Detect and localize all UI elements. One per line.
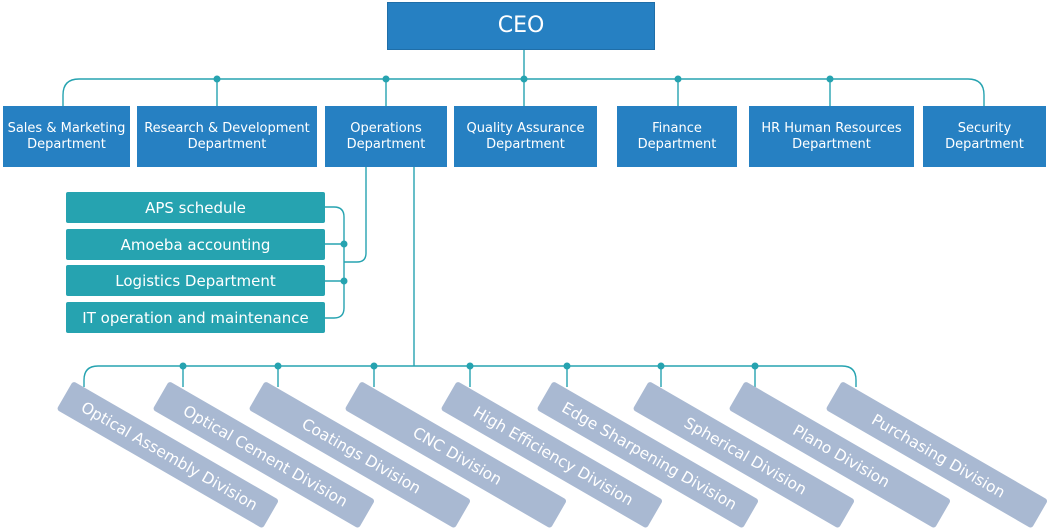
department-sales-marketing: Sales & Marketing Department xyxy=(3,106,130,167)
unit-label: Logistics Department xyxy=(115,271,276,290)
unit-label: Amoeba accounting xyxy=(120,235,271,254)
org-chart: CEO Sales & Marketing Department Researc… xyxy=(3,2,1049,529)
department-finance: Finance Department xyxy=(617,106,737,167)
unit-label: IT operation and maintenance xyxy=(82,308,309,327)
department-label: Sales & Marketing Department xyxy=(7,120,126,152)
department-hr: HR Human Resources Department xyxy=(749,106,914,167)
department-label: Operations Department xyxy=(346,120,426,152)
department-label: Research & Development Department xyxy=(144,120,310,152)
connector-lines xyxy=(62,50,985,387)
unit-it-operation-maintenance: IT operation and maintenance xyxy=(66,302,325,333)
department-label: HR Human Resources Department xyxy=(761,120,902,152)
unit-logistics-department: Logistics Department xyxy=(66,265,325,296)
department-quality-assurance: Quality Assurance Department xyxy=(454,106,597,167)
department-label: Quality Assurance Department xyxy=(466,120,585,152)
ceo-box: CEO xyxy=(387,2,655,50)
unit-amoeba-accounting: Amoeba accounting xyxy=(66,229,325,260)
ceo-label: CEO xyxy=(497,13,545,38)
department-security: Security Department xyxy=(923,106,1046,167)
department-operations: Operations Department xyxy=(325,106,447,167)
department-label: Security Department xyxy=(945,120,1024,152)
department-label: Finance Department xyxy=(637,120,717,152)
department-research-development: Research & Development Department xyxy=(137,106,317,167)
unit-aps-schedule: APS schedule xyxy=(66,192,325,223)
unit-label: APS schedule xyxy=(145,198,246,217)
